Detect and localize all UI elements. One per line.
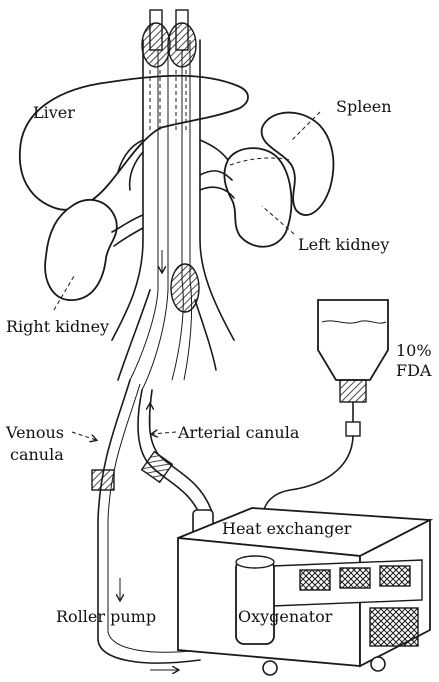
wheel-2 [371,657,385,671]
wheel-1 [263,661,277,675]
iliac-left [118,290,150,380]
label-roller-pump: Roller pump [56,608,156,626]
arterial-connector [142,452,173,483]
fda-drip-chamber [346,422,360,436]
machine-grille [370,608,418,646]
label-venous-canula-1: Venous [6,424,64,442]
leader-venous [72,432,96,440]
occlusion-balloon-right [168,23,196,67]
label-venous-canula-2: canula [10,446,64,464]
iliac-right [195,300,216,370]
venous-connector [92,470,114,490]
occlusion-balloon-left [142,23,170,67]
gauge-1 [300,570,330,590]
fda-bottle-neck [340,380,366,402]
fda-bottle [318,300,388,380]
label-arterial-canula: Arterial canula [178,424,299,442]
liver-shape [20,76,248,210]
arterial-canula-tube [138,390,202,520]
arterial-canula-tube-2 [150,390,212,512]
hepatic-branch-2 [130,152,143,190]
label-left-kidney: Left kidney [298,236,389,254]
label-right-kidney: Right kidney [6,318,109,336]
renal-right-branch-2 [114,228,143,246]
gauge-3 [380,566,410,586]
hepatic-branch-3 [200,140,228,160]
label-fda-percent: 10% [396,342,432,360]
label-heat-exchanger: Heat exchanger [222,520,351,538]
gauge-2 [340,568,370,588]
label-spleen: Spleen [336,98,392,116]
label-liver: Liver [33,104,75,122]
leader-arterial [152,432,176,434]
label-oxygenator: Oxygenator [238,608,332,626]
oxygenator-top [236,556,274,568]
label-fda: FDA [396,362,431,380]
right-kidney-shape [45,200,117,300]
aortic-balloon [171,264,199,312]
oxygenator-cylinder [236,560,274,644]
